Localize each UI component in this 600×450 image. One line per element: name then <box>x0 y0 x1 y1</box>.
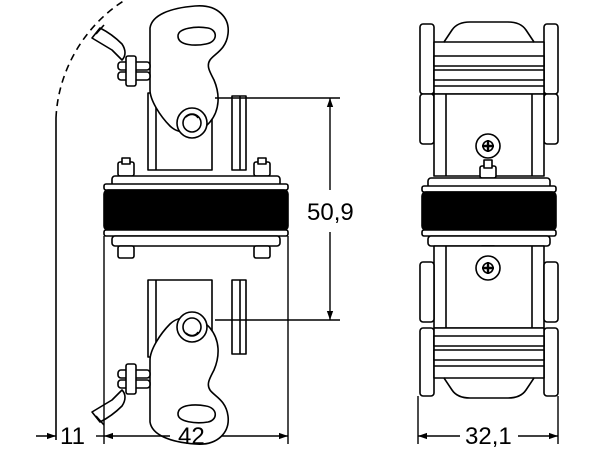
side-top-channel <box>419 21 559 95</box>
center-clamp <box>103 157 289 259</box>
side-bottom-channel <box>419 327 559 399</box>
side-rubber-band <box>421 191 557 231</box>
front-view <box>55 0 289 445</box>
side-lower-body <box>419 245 559 329</box>
swing-arc <box>55 0 126 119</box>
dimension-lines <box>36 97 559 444</box>
dim-label-32-1: 32,1 <box>465 423 512 450</box>
dim-label-42: 42 <box>178 423 205 450</box>
dim-label-50-9: 50,9 <box>307 199 354 226</box>
rubber-band <box>103 189 289 231</box>
upper-hinge <box>91 5 247 171</box>
side-view <box>419 21 559 399</box>
side-body <box>419 93 559 177</box>
dim-label-11: 11 <box>60 423 85 450</box>
dimension-labels: 11 42 50,9 32,1 <box>60 199 512 450</box>
lower-hinge <box>91 279 247 445</box>
